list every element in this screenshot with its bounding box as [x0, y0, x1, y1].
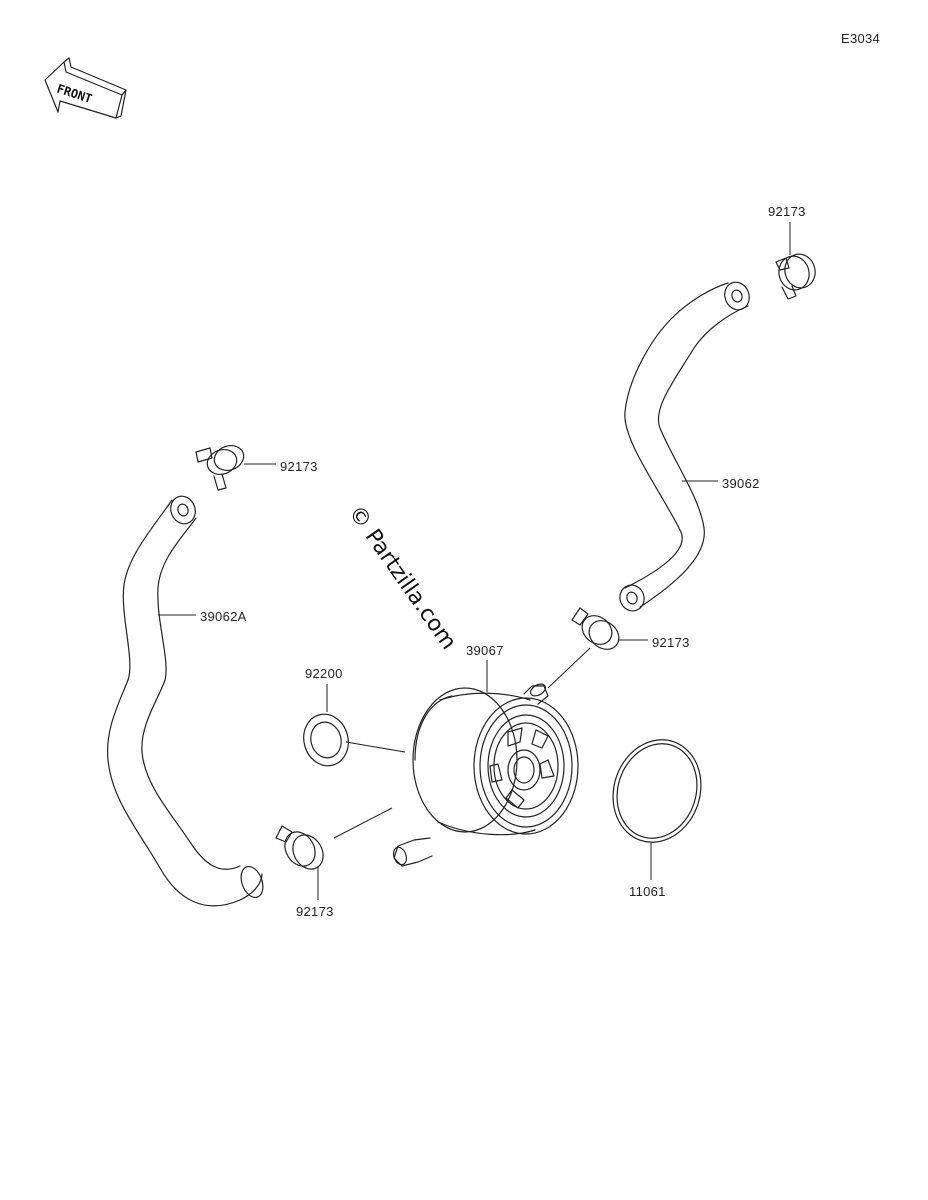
hose-right: [619, 281, 750, 612]
o-ring-icon: [612, 739, 702, 843]
clamp-mid-right-icon: [571, 607, 620, 650]
washer-icon: [303, 713, 349, 767]
hose-left: [106, 495, 264, 907]
label-o-ring: 11061: [629, 884, 666, 899]
oil-cooler: [392, 683, 579, 867]
front-arrow-icon: FRONT: [44, 57, 127, 119]
watermark: © Partzilla.com: [343, 501, 461, 654]
label-clamp-top-right: 92173: [768, 204, 806, 219]
label-hose-left: 39062A: [200, 609, 247, 624]
label-clamp-mid-right: 92173: [652, 635, 690, 650]
front-label: FRONT: [55, 82, 94, 106]
clamp-top-right-icon: [775, 253, 816, 300]
label-clamp-bottom: 92173: [296, 904, 334, 919]
label-oil-cooler: 39067: [466, 643, 504, 658]
clamp-top-left-icon: [195, 445, 245, 491]
label-hose-right: 39062: [722, 476, 760, 491]
diagram-code: E3034: [841, 31, 880, 46]
clamp-bottom-icon: [275, 825, 324, 870]
label-washer: 92200: [305, 666, 343, 681]
label-clamp-top-left: 92173: [280, 459, 318, 474]
